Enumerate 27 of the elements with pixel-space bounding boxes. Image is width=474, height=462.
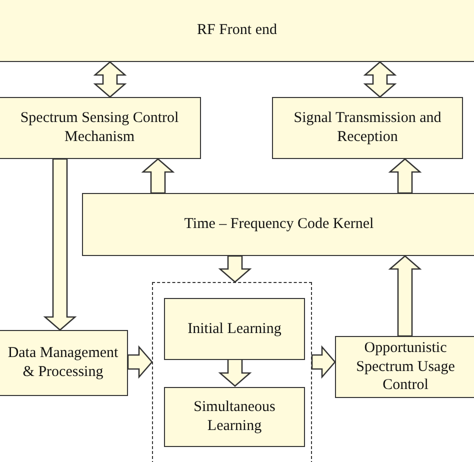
box-label: Signal Transmission and Reception	[292, 109, 442, 147]
block-arrow	[141, 158, 175, 194]
block-arrow	[218, 255, 252, 283]
group-frame	[152, 282, 312, 462]
box-label: Time – Frequency Code Kernel	[183, 215, 375, 234]
box-label: Data Management & Processing	[6, 344, 120, 382]
process-box	[335, 336, 474, 398]
box-label: Simultaneous Learning	[192, 398, 276, 436]
process-box	[0, 0, 474, 62]
process-box	[164, 387, 305, 447]
box-label: Opportunistic Spectrum Usage Control	[355, 338, 456, 396]
process-box	[0, 330, 128, 396]
block-arrow	[388, 158, 422, 194]
process-box	[164, 298, 305, 360]
box-label: Spectrum Sensing Control Mechanism	[19, 109, 180, 147]
block-arrow	[43, 158, 77, 331]
block-arrow	[363, 61, 397, 98]
process-box	[82, 193, 474, 256]
process-box	[0, 97, 201, 159]
box-label: RF Front end	[196, 20, 278, 40]
block-arrow	[93, 61, 127, 98]
block-arrow	[218, 358, 252, 387]
block-arrow	[127, 345, 153, 379]
process-box	[272, 97, 463, 159]
box-label: Initial Learning	[186, 320, 282, 338]
block-arrow	[388, 255, 422, 337]
block-arrow	[311, 345, 336, 379]
